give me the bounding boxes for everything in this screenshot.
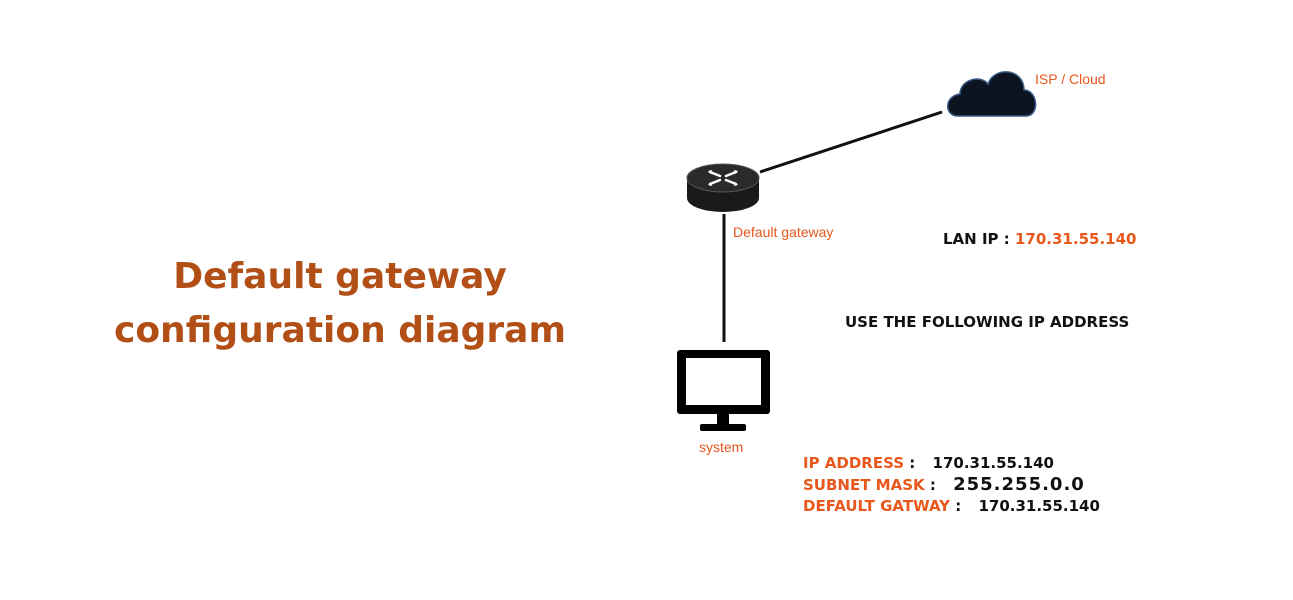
- default-gateway-value: 170.31.55.140: [978, 497, 1100, 515]
- ip-address-key: IP ADDRESS: [803, 454, 905, 472]
- subnet-mask-value: 255.255.0.0: [953, 474, 1085, 495]
- diagram-title: Default gateway configuration diagram: [90, 250, 590, 358]
- ip-address-row: IP ADDRESS : 170.31.55.140: [803, 453, 1100, 474]
- title-line-1: Default gateway: [173, 256, 507, 297]
- title-line-2: configuration diagram: [113, 310, 566, 351]
- default-gateway-colon: :: [949, 497, 962, 515]
- monitor-icon: [677, 350, 770, 431]
- cloud-label: ISP / Cloud: [1035, 71, 1106, 87]
- subnet-mask-key: SUBNET MASK: [803, 476, 925, 494]
- subnet-mask-colon: :: [924, 476, 936, 494]
- default-gateway-row: DEFAULT GATWAY : 170.31.55.140: [803, 496, 1100, 517]
- subnet-mask-row: SUBNET MASK : 255.255.0.0: [803, 474, 1100, 496]
- ip-config-block: IP ADDRESS : 170.31.55.140 SUBNET MASK :…: [803, 453, 1100, 517]
- router-icon: [686, 163, 760, 212]
- system-label: system: [699, 439, 744, 455]
- ip-address-colon: :: [904, 454, 916, 472]
- lan-ip-label: LAN IP :: [943, 230, 1010, 248]
- ip-address-value: 170.31.55.140: [932, 454, 1054, 472]
- router-cloud-link: [759, 110, 943, 174]
- lan-ip-value: 170.31.55.140: [1014, 230, 1137, 248]
- default-gateway-key: DEFAULT GATWAY: [803, 497, 950, 515]
- router-label: Default gateway: [733, 224, 834, 240]
- cloud-icon: [947, 71, 1037, 117]
- lan-ip: LAN IP : 170.31.55.140: [943, 230, 1136, 248]
- instruction-text: USE THE FOLLOWING IP ADDRESS: [845, 313, 1130, 331]
